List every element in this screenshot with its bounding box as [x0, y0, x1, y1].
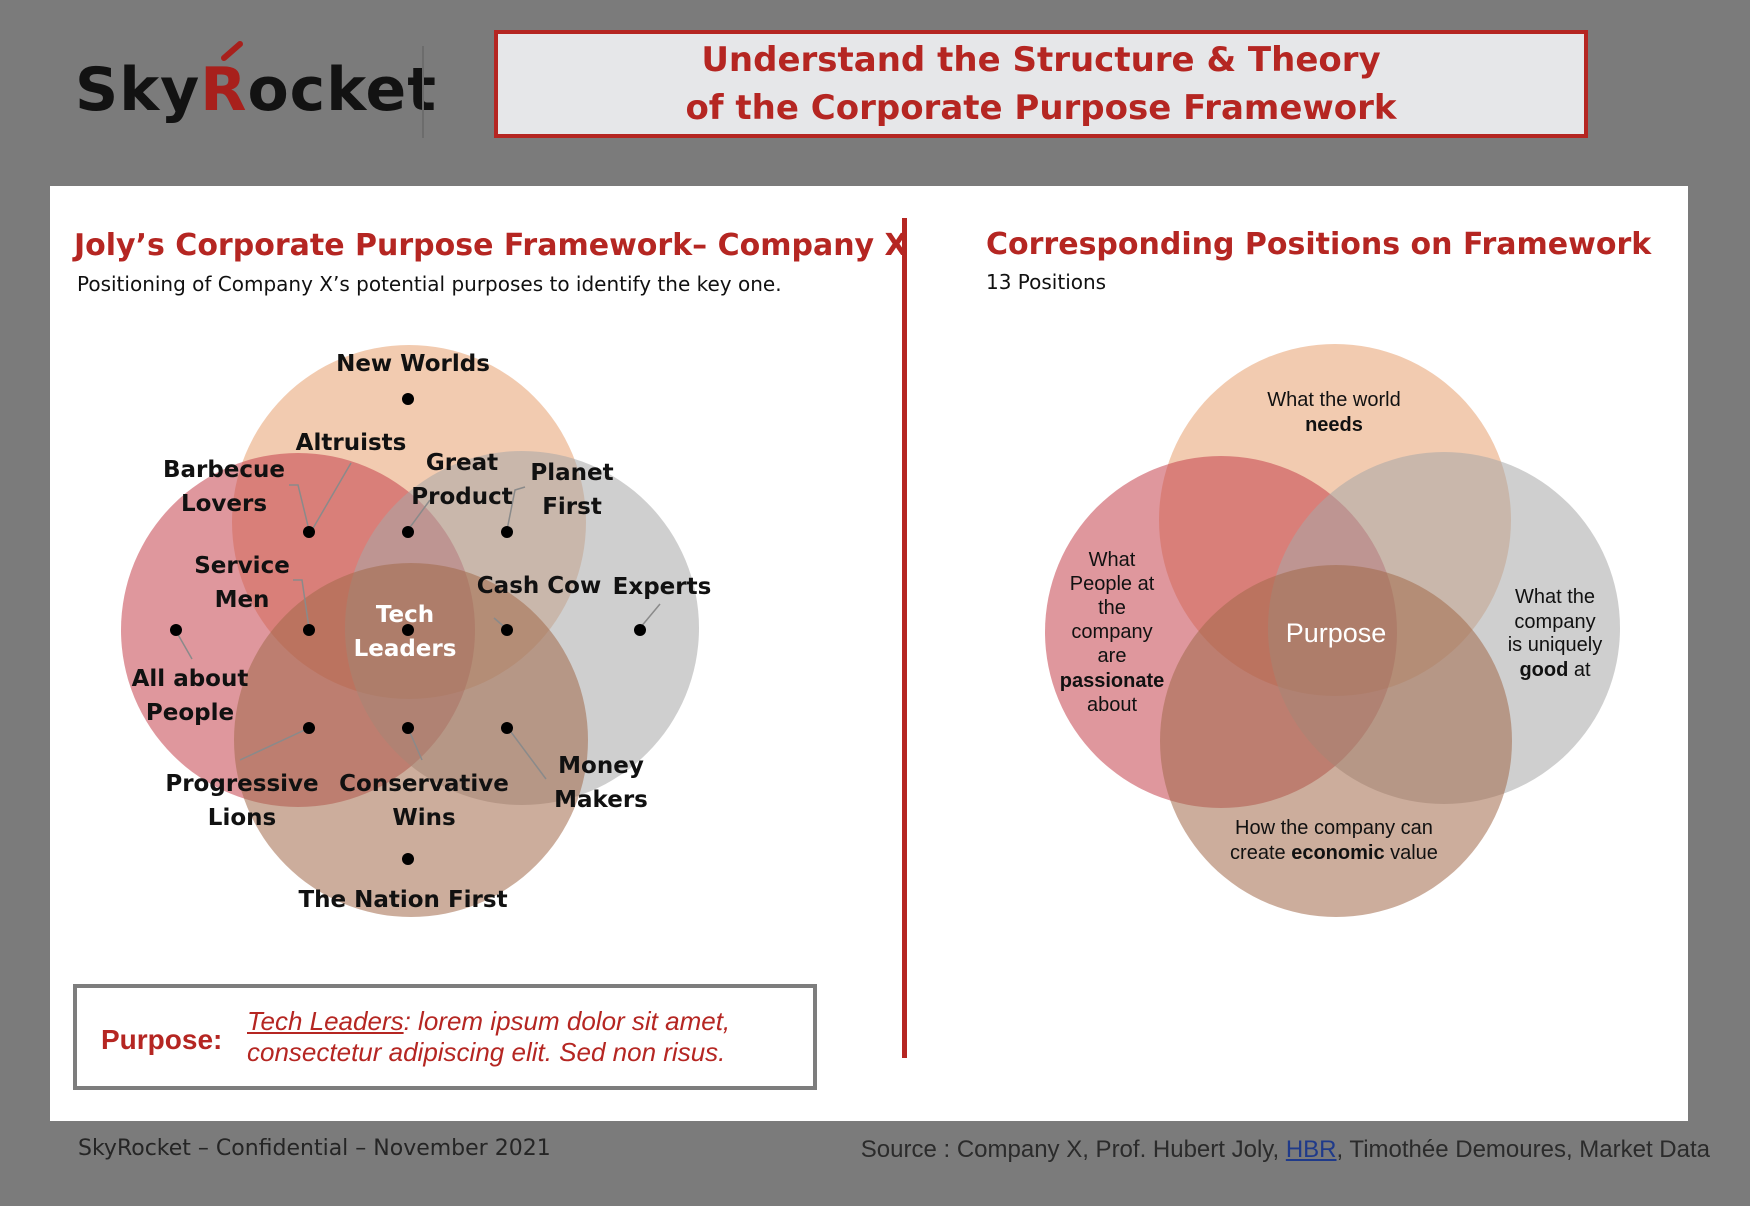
needs-line-2: needs	[1305, 414, 1363, 436]
position-dot-all-about-people	[170, 624, 182, 636]
position-dot-conservative-wins	[402, 722, 414, 734]
label-tech-2: Leaders	[354, 636, 457, 662]
label-conservative-1: Conservative	[339, 771, 509, 797]
leader-line-barbecue	[289, 484, 310, 531]
footer-hbr-link[interactable]: HBR	[1285, 1136, 1337, 1163]
passion-line-5: are	[1098, 645, 1127, 667]
passion-line-3: the	[1098, 597, 1126, 619]
label-people-2: People	[146, 700, 234, 726]
label-progressive-2: Lions	[208, 805, 276, 831]
purpose-box: Purpose: Tech Leaders: lorem ipsum dolor…	[73, 984, 817, 1090]
label-experts: Experts	[613, 574, 712, 600]
econ-line-2: create economic value	[1230, 842, 1438, 864]
econ-line-1: How the company can	[1235, 817, 1433, 839]
purpose-text: Tech Leaders: lorem ipsum dolor sit amet…	[247, 1006, 807, 1068]
good-line-2: company	[1514, 611, 1595, 633]
footer-source: Source : Company X, Prof. Hubert Joly, H…	[861, 1136, 1710, 1164]
good-line-1: What the	[1515, 586, 1595, 608]
passion-line-7: about	[1087, 694, 1137, 716]
left-subheading: Positioning of Company X’s potential pur…	[77, 272, 782, 296]
label-new-worlds: New Worlds	[336, 351, 490, 377]
position-dot-experts	[634, 624, 646, 636]
good-line-3: is uniquely	[1508, 634, 1603, 656]
left-heading: Joly’s Corporate Purpose Framework– Comp…	[74, 228, 908, 263]
title-box: Understand the Structure & Theory of the…	[494, 30, 1588, 138]
footer-source-a: Source : Company X, Prof. Hubert Joly,	[860, 1136, 1286, 1163]
label-conservative-2: Wins	[392, 805, 455, 831]
good-line-4: good at	[1519, 659, 1591, 681]
right-circle-economic	[1160, 565, 1512, 917]
label-tech-1: Tech	[376, 602, 434, 628]
label-great-2: Product	[411, 484, 512, 510]
footer-confidential: SkyRocket – Confidential – November 2021	[78, 1136, 551, 1161]
leader-line-altruists	[311, 462, 352, 531]
label-money-2: Makers	[554, 787, 648, 813]
passion-line-1: What	[1089, 549, 1136, 571]
label-nation-first: The Nation First	[298, 887, 507, 913]
purpose-text-line2: consectetur adipiscing elit. Sed non ris…	[247, 1037, 726, 1067]
title-line-1: Understand the Structure & Theory	[701, 40, 1381, 80]
position-dot-nation-first	[402, 853, 414, 865]
position-dot-progressive-lions	[303, 722, 315, 734]
needs-line-1: What the world	[1267, 389, 1400, 411]
logo-text-r: R	[200, 55, 248, 125]
position-dot-cash-cow	[501, 624, 513, 636]
position-dot-money-makers	[501, 722, 513, 734]
purpose-label: Purpose:	[101, 1024, 223, 1055]
footer-source-b: , Timothée Demoures, Market Data	[1336, 1136, 1710, 1163]
position-dot-service-men	[303, 624, 315, 636]
leader-line-money	[507, 727, 547, 780]
leader-line-planet	[506, 486, 526, 531]
passion-line-2: People at	[1070, 573, 1155, 595]
label-cash-cow: Cash Cow	[477, 573, 601, 599]
leader-line-service	[293, 579, 310, 629]
header-divider	[422, 46, 424, 138]
label-people-1: All about	[132, 666, 249, 692]
position-dot-new-worlds	[402, 393, 414, 405]
leader-line-people	[175, 630, 193, 660]
leader-line-experts	[639, 603, 661, 629]
logo-text-ocket: ocket	[247, 55, 437, 125]
label-service-1: Service	[194, 553, 290, 579]
right-heading: Corresponding Positions on Framework	[986, 227, 1652, 262]
label-service-2: Men	[215, 587, 270, 613]
label-money-1: Money	[558, 753, 644, 779]
label-planet-1: Planet	[530, 460, 613, 486]
position-dot-altruists	[303, 526, 315, 538]
logo-text-sky: Sky	[75, 55, 201, 125]
position-dot-great-product	[402, 526, 414, 538]
label-barbecue-2: Lovers	[181, 491, 267, 517]
passion-line-6: passionate	[1060, 670, 1164, 692]
skyrocket-logo: SkyRocket	[75, 40, 436, 140]
leader-line-great	[407, 499, 431, 531]
label-great-1: Great	[426, 450, 498, 476]
right-subheading: 13 Positions	[986, 270, 1107, 294]
purpose-link[interactable]: Tech Leaders	[247, 1006, 404, 1036]
label-progressive-1: Progressive	[165, 771, 318, 797]
leader-line-progressive	[239, 727, 310, 761]
position-dot-planet-first	[501, 526, 513, 538]
left-circle-economic	[234, 563, 588, 917]
panel-divider	[902, 218, 907, 1058]
passion-line-4: company	[1071, 621, 1152, 643]
position-dot-tech-leaders	[402, 624, 414, 636]
label-barbecue-1: Barbecue	[163, 457, 285, 483]
title-line-2: of the Corporate Purpose Framework	[685, 88, 1397, 128]
label-planet-2: First	[542, 494, 602, 520]
purpose-text-rest: : lorem ipsum dolor sit amet,	[403, 1006, 731, 1036]
center-purpose-label: Purpose	[1286, 618, 1387, 648]
label-altruists: Altruists	[296, 430, 407, 456]
